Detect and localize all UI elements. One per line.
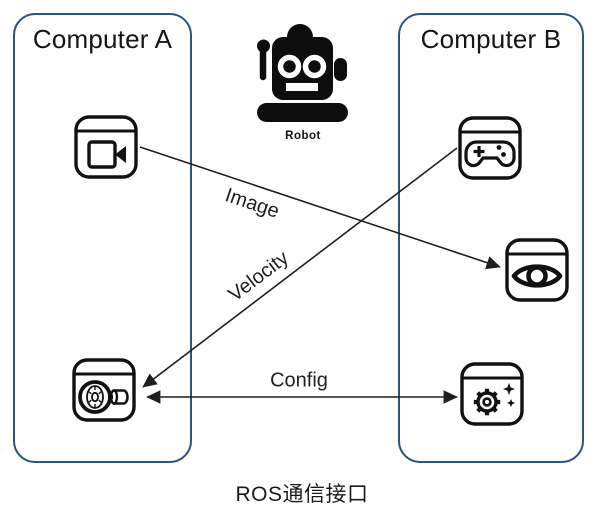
config-arrow-label: Config: [270, 369, 328, 392]
gamepad-icon: [458, 116, 522, 180]
computer-b-title: Computer B: [420, 24, 562, 54]
robot-label: Robot: [285, 130, 321, 142]
gear-sparkles-icon: [460, 362, 524, 426]
eye-icon: [505, 238, 569, 302]
robot-icon: [255, 20, 351, 124]
video-camera-icon: [74, 115, 138, 179]
diagram-caption: ROS通信接口: [235, 483, 369, 506]
velocity-arrow-label: Velocity: [224, 247, 293, 307]
computer-a-title: Computer A: [32, 24, 173, 54]
webcam-icon: [72, 358, 136, 422]
image-arrow-label: Image: [222, 184, 283, 223]
